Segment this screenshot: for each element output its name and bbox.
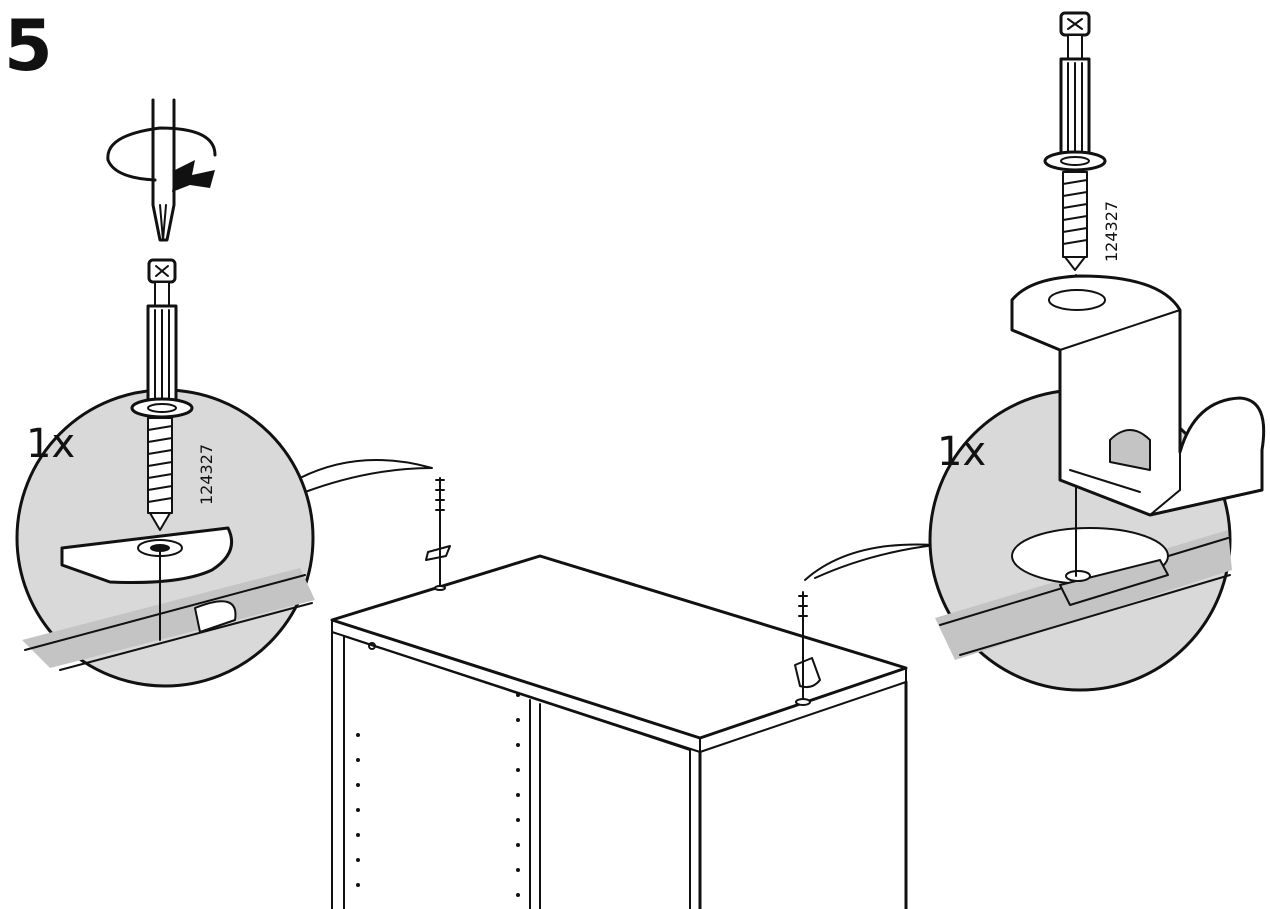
right-fitting-small: [794, 591, 821, 706]
left-screw: [130, 258, 194, 419]
rotate-clockwise-icon: [106, 126, 217, 192]
left-quantity-label: 1x: [26, 421, 75, 467]
left-detail-callout: [15, 388, 433, 688]
right-part-number: 124327: [1102, 201, 1121, 262]
cabinet: [330, 554, 908, 909]
left-part-number: 124327: [197, 444, 216, 505]
step-number: 5: [4, 5, 53, 87]
left-fitting-small: [425, 477, 451, 591]
hook-bracket: [1010, 274, 1266, 517]
screwdriver-icon: [151, 98, 176, 242]
screw-threads: [147, 417, 173, 531]
right-screw: [1043, 11, 1107, 271]
right-quantity-label: 1x: [937, 429, 986, 475]
shelf-pin-holes: [356, 693, 520, 897]
